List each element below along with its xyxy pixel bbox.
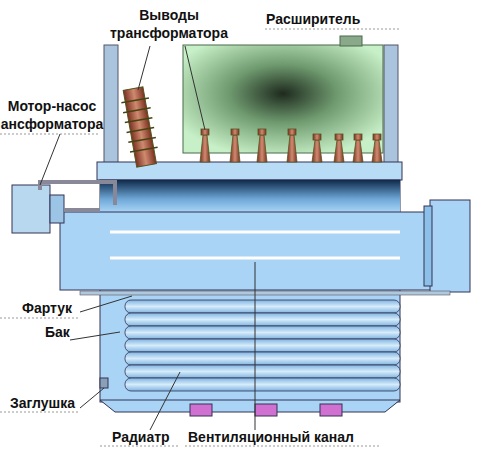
callout-label: Фартук <box>22 299 102 317</box>
callout-label: Мотор-насос ансформатора <box>0 97 104 133</box>
callout-label: Радиатр <box>112 428 192 446</box>
callout-label: Выводы трансформатора <box>108 6 230 42</box>
callout-label: Бак <box>45 323 105 341</box>
callout-label: Заглушка <box>10 394 100 412</box>
callout-label: Вентиляционный канал <box>188 428 388 446</box>
callout-label: Расширитель <box>266 10 406 28</box>
